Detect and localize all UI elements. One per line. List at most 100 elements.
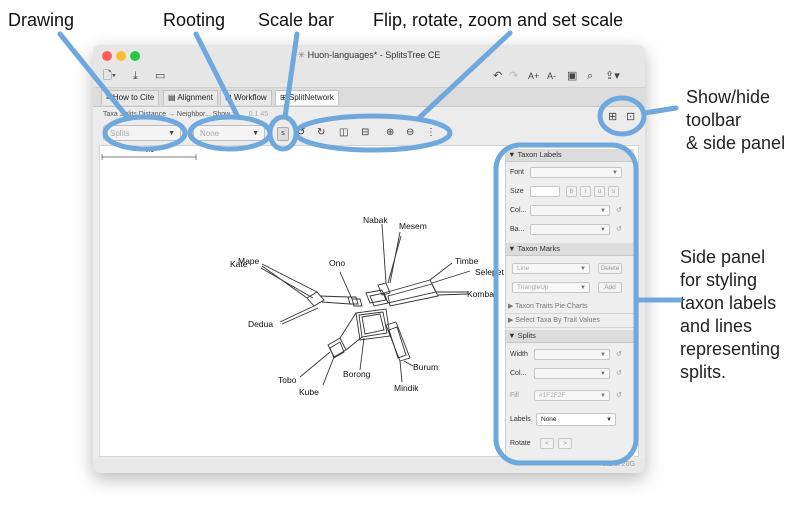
increase-font-button[interactable]: A+ <box>528 71 540 81</box>
taxon-label[interactable]: Mesem <box>399 221 427 231</box>
split-labels-select[interactable]: None▼ <box>536 413 616 426</box>
reset-icon[interactable]: ↺ <box>616 207 622 214</box>
status-bar: 0.1 of 20G <box>93 459 645 473</box>
split-width-select[interactable]: ▼ <box>534 349 610 360</box>
fit-window-icon[interactable]: ▣ <box>567 70 578 82</box>
taxon-label[interactable]: Kate <box>230 259 248 269</box>
rooting-select[interactable]: None▼ <box>193 125 265 141</box>
taxon-label[interactable]: Nabak <box>363 215 388 225</box>
decrease-font-button[interactable]: A- <box>547 71 556 81</box>
scale-bar <box>101 154 197 160</box>
status-text: 0.1 of 20G <box>602 461 635 468</box>
show-side-panel-icon[interactable]: ⊡ <box>626 111 636 123</box>
zoom-out-icon[interactable]: ⊖ <box>406 127 415 138</box>
flip-horizontal-icon[interactable]: ◫ <box>339 127 349 138</box>
strikethrough-button[interactable]: s <box>608 186 619 197</box>
taxon-label[interactable]: Borong <box>343 369 371 379</box>
undo-icon[interactable]: ↶ <box>493 70 503 82</box>
annotation-side-panel-line: representing <box>680 339 781 359</box>
rotate-right-button[interactable]: > <box>558 438 572 449</box>
zoom-window-button[interactable] <box>130 51 140 61</box>
tab-splitnetwork[interactable]: ⊞ SplitNetwork <box>275 90 339 105</box>
reset-icon[interactable]: ↺ <box>616 351 622 358</box>
annotation-side-panel: Side panel for styling taxon labels and … <box>680 246 780 384</box>
add-mark-button[interactable]: Add <box>598 282 622 293</box>
chevron-down-icon: ▼ <box>600 393 606 399</box>
view-toolbar: Splits ▼ None▼ s ↺ ↻ ◫ ⊟ ⊕ ⊖ ⋮ <box>93 125 645 143</box>
taxon-label[interactable]: Dedua <box>248 319 274 329</box>
split-fill-select[interactable]: #1F2F2F▼ <box>534 390 610 401</box>
taxon-label[interactable]: Timbe <box>455 256 479 266</box>
select-taxa-header[interactable]: ▶ Select Taxa By Trait Values <box>506 315 634 328</box>
annotation-side-panel-line: Side panel <box>680 247 766 267</box>
mark-line-select[interactable]: Line▼ <box>512 263 590 274</box>
chevron-down-icon: ▼ <box>168 130 175 137</box>
annotation-show-hide: Show/hide toolbar & side panel <box>686 86 785 155</box>
annotation-scale-bar: Scale bar <box>258 10 335 30</box>
taxon-label[interactable]: Tobo <box>278 375 297 385</box>
chevron-down-icon: ▼ <box>612 170 618 176</box>
tab-workflow[interactable]: ⊟ Workflow <box>220 90 272 105</box>
rotate-left-button[interactable]: < <box>540 438 554 449</box>
font-select[interactable]: ▼ <box>530 167 622 178</box>
split-width-label: Width <box>510 351 528 358</box>
rooting-select-value: None <box>200 129 220 138</box>
italic-button[interactable]: i <box>580 186 591 197</box>
pointer-show-hide <box>641 105 679 116</box>
more-options-icon[interactable]: ⋮ <box>426 127 436 138</box>
annotation-rooting: Rooting <box>163 10 226 30</box>
reset-icon[interactable]: ↺ <box>616 370 622 377</box>
taxon-label[interactable]: Mape <box>238 256 260 266</box>
split-color-select[interactable]: ▼ <box>534 368 610 379</box>
show-toolbar-icon[interactable]: ⊞ <box>608 111 618 123</box>
reset-icon[interactable]: ↺ <box>616 392 622 399</box>
format-side-panel: ▼ Taxon Labels Font ▼ Size b i u s Col..… <box>505 149 634 459</box>
traits-pie-header[interactable]: ▶ Taxon Traits Pie Charts <box>506 301 634 314</box>
chevron-down-icon: ▼ <box>600 352 606 358</box>
rotate-label: Rotate <box>510 440 531 447</box>
tab-label: How to Cite <box>112 93 155 102</box>
taxon-label[interactable]: Selepet <box>475 267 504 277</box>
splits-header[interactable]: ▼ Splits <box>506 330 634 343</box>
taxon-label[interactable]: Ono <box>329 258 346 268</box>
reset-icon[interactable]: ↺ <box>616 226 622 233</box>
flip-vertical-icon[interactable]: ⊟ <box>361 127 370 138</box>
delete-mark-button[interactable]: Delete <box>598 263 622 274</box>
taxon-labels-title: Taxon Labels <box>517 150 562 159</box>
split-labels-value: None <box>541 416 557 423</box>
tab-how-to-cite[interactable]: ≡ How to Cite <box>101 90 160 105</box>
taxon-label[interactable]: Mindik <box>394 383 419 393</box>
size-input[interactable] <box>530 186 560 197</box>
title-bar: ✳ Huon-languages* - SplitsTree CE <box>93 45 645 67</box>
taxon-label[interactable]: Burum <box>413 362 439 372</box>
sidebar-toggle-icon[interactable]: ▭ <box>155 70 166 82</box>
chevron-down-icon: ▼ <box>600 208 606 214</box>
underline-button[interactable]: u <box>594 186 605 197</box>
app-window: ✳ Huon-languages* - SplitsTree CE 🗋▾ ⤓ ▭… <box>93 45 645 473</box>
chevron-down-icon: ▼ <box>600 227 606 233</box>
taxon-label[interactable]: Kube <box>299 387 319 397</box>
taxon-marks-header[interactable]: ▼ Taxon Marks <box>506 243 634 256</box>
traits-pie-title: Taxon Traits Pie Charts <box>515 303 588 310</box>
drawing-select-value: Splits <box>110 129 130 138</box>
taxon-labels-header[interactable]: ▼ Taxon Labels <box>506 149 634 162</box>
annotation-flip-rotate: Flip, rotate, zoom and set scale <box>373 10 624 30</box>
taxon-marks-title: Taxon Marks <box>517 244 560 253</box>
share-icon[interactable]: ⇪▾ <box>605 70 620 82</box>
label-color-select[interactable]: ▼ <box>530 205 610 216</box>
annotation-drawing: Drawing <box>8 10 75 30</box>
taxon-label[interactable]: Komba <box>467 289 494 299</box>
drawing-select[interactable]: Splits ▼ <box>103 125 181 141</box>
rotate-left-icon[interactable]: ↺ <box>297 127 306 138</box>
bold-button[interactable]: b <box>566 186 577 197</box>
scale-bar-toggle-icon[interactable]: s <box>277 127 289 141</box>
download-icon[interactable]: ⤓ <box>133 70 138 82</box>
zoom-in-icon[interactable]: ⊕ <box>386 127 395 138</box>
rotate-right-icon[interactable]: ↻ <box>317 127 326 138</box>
redo-icon[interactable]: ↷ <box>509 70 519 82</box>
mark-shape-select[interactable]: TriangleUp▼ <box>512 282 590 293</box>
search-icon[interactable]: ⌕ <box>587 70 594 82</box>
label-background-select[interactable]: ▼ <box>530 224 610 235</box>
tab-alignment[interactable]: ▤ Alignment <box>163 90 218 105</box>
new-document-icon[interactable]: 🗋▾ <box>103 70 116 82</box>
